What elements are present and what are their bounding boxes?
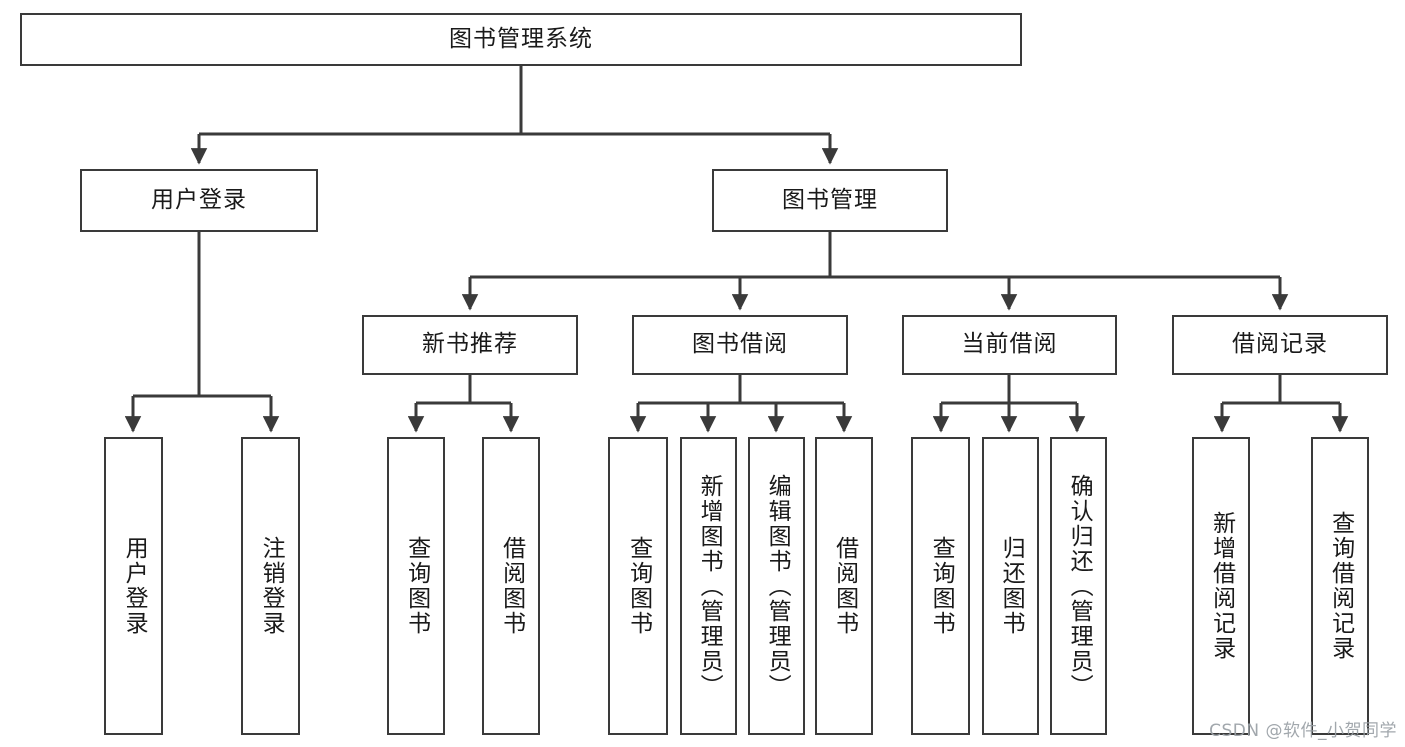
leaf-book-borrow-borrow-book[interactable]: 借阅图书 <box>815 437 873 735</box>
node-label: 编辑图书（管理员） <box>764 473 791 699</box>
node-new-book-recommend[interactable]: 新书推荐 <box>362 315 578 375</box>
leaf-book-borrow-edit-book-admin[interactable]: 编辑图书（管理员） <box>748 437 805 735</box>
leaf-new-book-query-book[interactable]: 查询图书 <box>387 437 445 735</box>
node-label: 查询图书 <box>928 536 955 636</box>
node-label: 查询图书 <box>403 536 430 636</box>
node-label: 图书管理 <box>782 186 878 213</box>
node-borrow-record[interactable]: 借阅记录 <box>1172 315 1388 375</box>
leaf-new-book-borrow-book[interactable]: 借阅图书 <box>482 437 540 735</box>
node-label: 用户登录 <box>151 186 247 213</box>
node-label: 确认归还（管理员） <box>1066 473 1093 699</box>
leaf-book-borrow-add-book-admin[interactable]: 新增图书（管理员） <box>680 437 737 735</box>
node-label: 新书推荐 <box>422 331 518 358</box>
node-label: 注销登录 <box>258 536 285 636</box>
node-label: 新增图书（管理员） <box>696 473 723 699</box>
node-label: 查询图书 <box>625 536 652 636</box>
node-label: 新增借阅记录 <box>1208 511 1235 661</box>
leaf-current-borrow-return-book[interactable]: 归还图书 <box>982 437 1039 735</box>
leaf-current-borrow-query-book[interactable]: 查询图书 <box>911 437 970 735</box>
node-book-borrow[interactable]: 图书借阅 <box>632 315 848 375</box>
node-label: 当前借阅 <box>961 331 1058 358</box>
node-root-book-management-system[interactable]: 图书管理系统 <box>20 13 1022 66</box>
node-label: 查询借阅记录 <box>1327 511 1354 661</box>
node-book-management[interactable]: 图书管理 <box>712 169 948 232</box>
leaf-book-borrow-query-book[interactable]: 查询图书 <box>608 437 668 735</box>
leaf-borrow-record-add-record[interactable]: 新增借阅记录 <box>1192 437 1250 735</box>
node-label: 借阅图书 <box>498 536 525 636</box>
node-label: 用户登录 <box>121 536 148 636</box>
node-current-borrow[interactable]: 当前借阅 <box>902 315 1117 375</box>
leaf-user-login-login[interactable]: 用户登录 <box>104 437 163 735</box>
node-label: 归还图书 <box>998 536 1025 636</box>
node-label: 图书借阅 <box>692 331 788 358</box>
node-label: 图书管理系统 <box>449 25 593 52</box>
leaf-current-borrow-confirm-return-admin[interactable]: 确认归还（管理员） <box>1050 437 1107 735</box>
node-user-login[interactable]: 用户登录 <box>80 169 318 232</box>
csdn-watermark: CSDN @软件_小贺同学 <box>1209 721 1397 741</box>
leaf-borrow-record-query-record[interactable]: 查询借阅记录 <box>1311 437 1369 735</box>
node-label: 借阅记录 <box>1232 331 1328 358</box>
leaf-user-login-logout[interactable]: 注销登录 <box>241 437 300 735</box>
node-label: 借阅图书 <box>831 536 858 636</box>
